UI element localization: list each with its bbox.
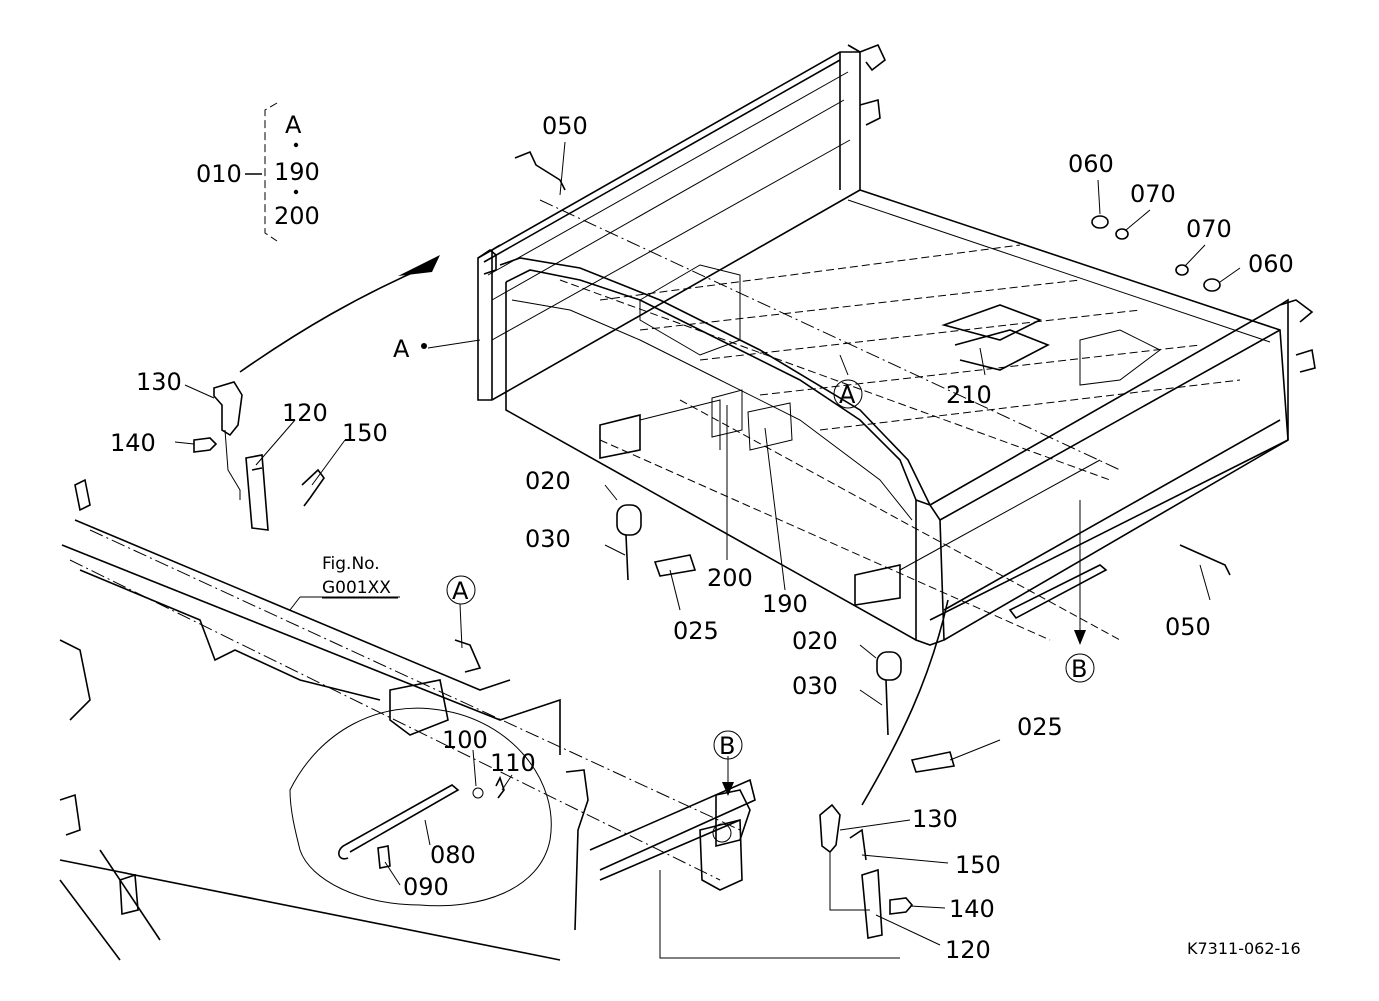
drawing-code: K7311-062-16 [1187, 939, 1301, 958]
callout-100[interactable]: 100 [442, 726, 488, 754]
ref-b-circle-bed: B [1071, 655, 1087, 683]
callout-150-b[interactable]: 150 [955, 851, 1001, 879]
callout-190[interactable]: 190 [762, 590, 808, 618]
callout-020-b[interactable]: 020 [792, 627, 838, 655]
group-item-200: 200 [274, 202, 320, 230]
callout-070-a[interactable]: 070 [1130, 180, 1176, 208]
callout-030-b[interactable]: 030 [792, 672, 838, 700]
callout-200[interactable]: 200 [707, 564, 753, 592]
callout-120-a[interactable]: 120 [282, 399, 328, 427]
fig-ref-line2[interactable]: G001XX [322, 578, 391, 598]
callouts: 050 050 060 060 070 070 020 020 030 030 … [110, 112, 1301, 964]
fig-ref-line1: Fig.No. [322, 554, 380, 574]
callout-010[interactable]: 010 [196, 160, 242, 188]
chassis-frame [59, 478, 756, 961]
callout-080[interactable]: 080 [430, 841, 476, 869]
callout-020-a[interactable]: 020 [525, 467, 571, 495]
callout-110[interactable]: 110 [490, 749, 536, 777]
cargo-bed [477, 43, 1316, 646]
leader-lines [174, 141, 1241, 946]
callout-060-b[interactable]: 060 [1248, 250, 1294, 278]
callout-140-b[interactable]: 140 [949, 895, 995, 923]
ref-a-circle-frame: A [452, 577, 469, 605]
callout-130-b[interactable]: 130 [912, 805, 958, 833]
callout-150-a[interactable]: 150 [342, 419, 388, 447]
callout-050-top[interactable]: 050 [542, 112, 588, 140]
callout-130-a[interactable]: 130 [136, 368, 182, 396]
callout-025-a[interactable]: 025 [673, 617, 719, 645]
ref-b-circle-frame: B [719, 732, 735, 760]
right-latch [659, 803, 914, 959]
left-latch [193, 381, 325, 531]
group-item-a: A [285, 111, 302, 139]
callout-120-b[interactable]: 120 [945, 936, 991, 964]
callout-070-b[interactable]: 070 [1186, 215, 1232, 243]
hardware [514, 150, 1231, 773]
callout-210[interactable]: 210 [946, 381, 992, 409]
callout-060-a[interactable]: 060 [1068, 150, 1114, 178]
ref-a-circle-bed: A [839, 381, 856, 409]
callout-140-a[interactable]: 140 [110, 429, 156, 457]
callout-050-bottom[interactable]: 050 [1165, 613, 1211, 641]
group-item-190: 190 [274, 158, 320, 186]
callout-090[interactable]: 090 [403, 873, 449, 901]
callout-025-b[interactable]: 025 [1017, 713, 1063, 741]
assembly-group: 010 A 190 200 [196, 102, 320, 242]
callout-030-a[interactable]: 030 [525, 525, 571, 553]
ref-a-label: A [393, 335, 410, 363]
